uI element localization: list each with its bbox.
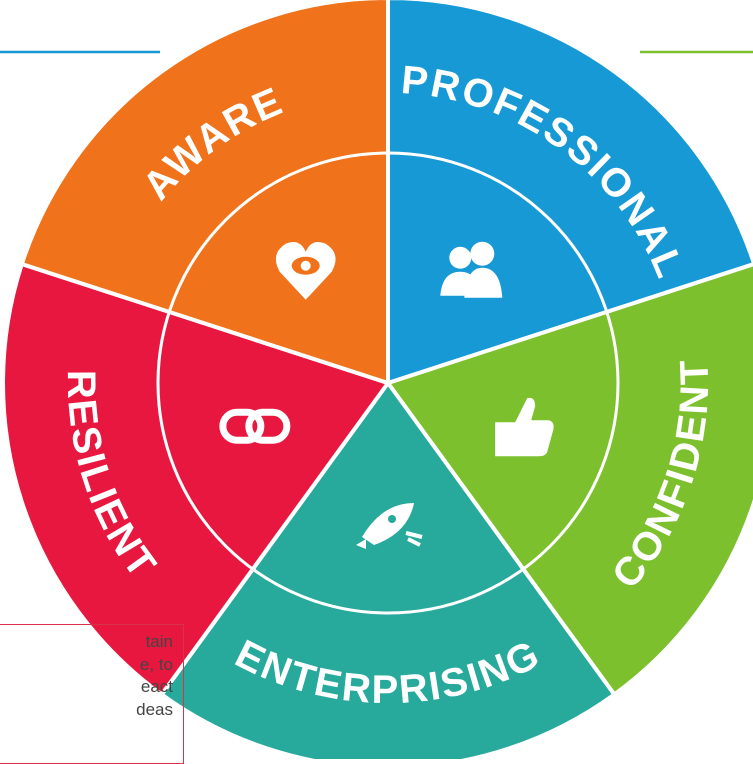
side-note-line: deas [136,699,173,719]
segment-confident [384,262,753,698]
side-note-text: tain e, to eact deas [136,631,173,721]
segment-enterprising [158,379,618,759]
heart-eye-icon [275,241,336,300]
side-note-line: e, to [139,654,173,674]
side-note-box: tain e, to eact deas [0,624,184,764]
inner-ring [156,151,620,615]
side-note-line: eact [140,677,173,696]
thumbs-up-icon [495,397,554,457]
segment-resilient [1,261,392,698]
side-note-line: tain [145,632,173,651]
chain-link-icon [219,408,291,444]
rocket-icon [356,503,423,549]
people-icon [440,241,503,298]
